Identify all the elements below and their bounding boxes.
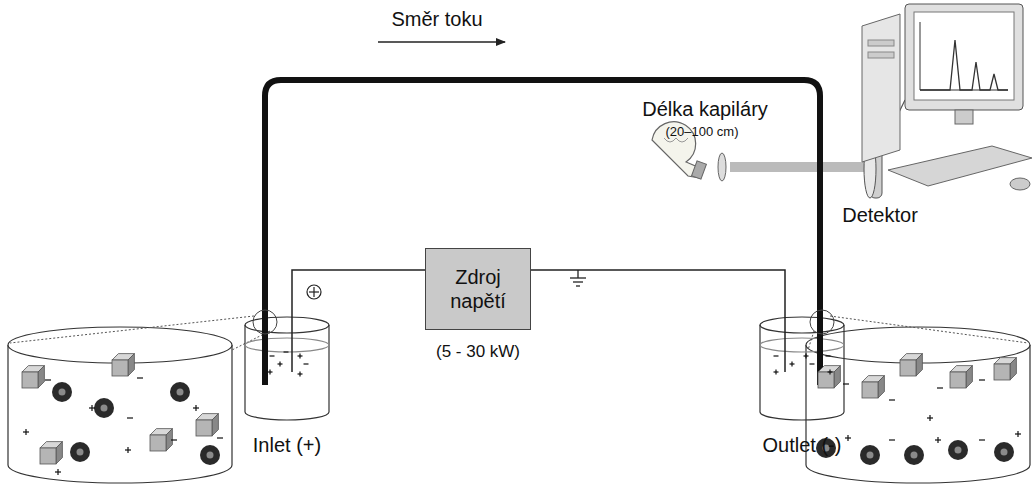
- charge-sign: [889, 399, 895, 400]
- wires: [292, 270, 785, 372]
- charged-particle: [904, 445, 924, 465]
- label-text: (20–100 cm): [666, 125, 739, 140]
- label-text: Délka kapiláry: [642, 98, 768, 121]
- zoom-circle: [253, 310, 277, 334]
- neutral-particle: [994, 358, 1016, 380]
- neutral-particle: [150, 429, 172, 451]
- charge-sign: [810, 363, 815, 364]
- neutral-particle: [40, 442, 62, 464]
- charge-sign: [279, 362, 280, 367]
- charge-sign: [91, 405, 92, 411]
- charge-sign: [195, 405, 196, 411]
- label-text: Detektor: [842, 204, 918, 227]
- inlet-beaker: [245, 317, 329, 420]
- charge-sign: [25, 429, 26, 435]
- neutral-particle: [112, 354, 134, 376]
- neutral-particle: [196, 414, 218, 436]
- charge-sign: [829, 370, 830, 375]
- magnified-outlet: [806, 327, 1030, 483]
- outlet-beaker: [760, 317, 844, 420]
- node-text-stack: Zdroj napětí: [433, 265, 523, 313]
- lens: [718, 153, 726, 181]
- charge-sign: [304, 363, 309, 364]
- power-supply-box: Zdroj napětí: [425, 248, 531, 330]
- charge-sign: [1017, 431, 1018, 437]
- label-text: Směr toku: [391, 8, 482, 31]
- charge-sign: [937, 387, 943, 388]
- charged-particle: [52, 382, 72, 402]
- charged-particle: [94, 398, 114, 418]
- magnified-inlet: [8, 327, 232, 483]
- charge-sign: [127, 447, 128, 453]
- charge-sign: [929, 415, 930, 421]
- neutral-particle: [862, 376, 884, 398]
- label-text: Outlet (-): [763, 434, 842, 457]
- charge-sign: [45, 379, 51, 380]
- neutral-particle: [818, 366, 840, 388]
- charge-sign: [217, 437, 223, 438]
- charge-sign: [57, 469, 58, 475]
- computer: [862, 4, 1032, 190]
- label-text: Inlet (+): [253, 434, 321, 457]
- capillary: [265, 80, 820, 385]
- charged-particle: [860, 445, 880, 465]
- charge-sign: [979, 379, 985, 380]
- charge-sign: [270, 355, 275, 356]
- light-beam: [730, 162, 870, 172]
- charge-sign: [299, 372, 300, 377]
- label-text: (5 - 30 kW): [436, 342, 520, 362]
- charged-particle: [70, 442, 90, 462]
- charge-sign: [889, 439, 895, 440]
- charge-sign: [171, 439, 177, 440]
- neutral-particle: [900, 354, 922, 376]
- charge-sign: [805, 354, 806, 359]
- charge-sign: [979, 439, 985, 440]
- charge-sign: [284, 351, 289, 352]
- neutral-particle: [22, 366, 44, 388]
- charge-sign: [137, 377, 143, 378]
- neutral-particle: [950, 366, 972, 388]
- charge-sign: [843, 383, 849, 384]
- charged-particle: [948, 440, 968, 460]
- charge-sign: [847, 435, 848, 441]
- charged-particle: [200, 445, 220, 465]
- charge-sign: [826, 355, 831, 356]
- charge-sign: [127, 417, 133, 418]
- charged-particle: [994, 442, 1014, 462]
- ground-symbol: [570, 270, 586, 286]
- charge-sign: [791, 362, 792, 367]
- charge-sign: [299, 354, 300, 359]
- plus-terminal-symbol: [307, 285, 321, 299]
- charge-sign: [774, 355, 779, 356]
- node-text: Zdroj napětí: [433, 265, 523, 313]
- charge-sign: [775, 370, 776, 375]
- charged-particle: [170, 382, 190, 402]
- charge-sign: [269, 370, 270, 375]
- charge-sign: [937, 437, 938, 443]
- zoom-circle: [810, 310, 834, 334]
- flow-arrow: [378, 41, 505, 43]
